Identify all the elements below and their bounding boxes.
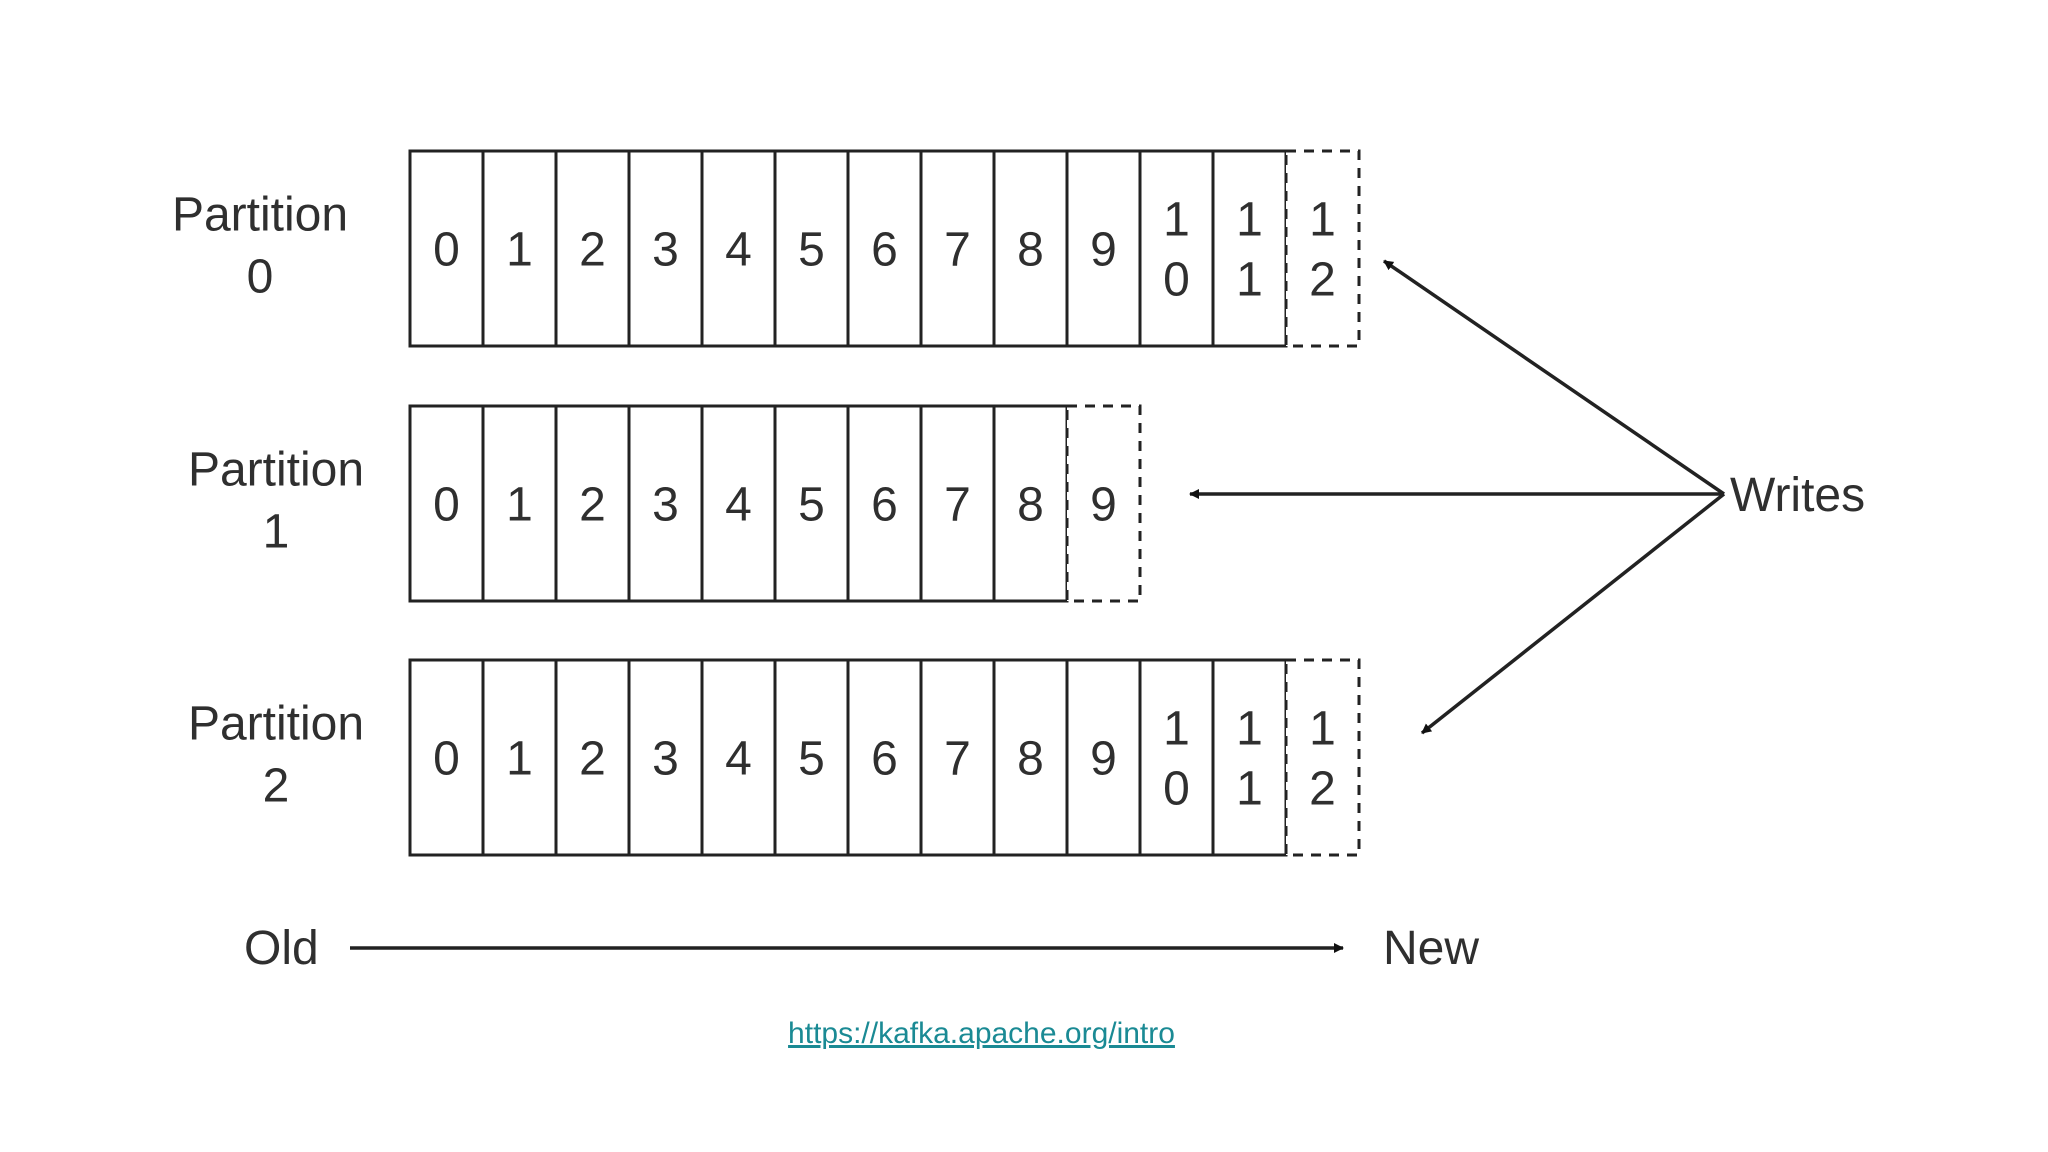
offset-label: 0	[433, 479, 460, 532]
next-offset-cell	[1284, 658, 1361, 857]
offset-cell	[846, 404, 923, 603]
offset-cell	[1211, 658, 1288, 857]
offset-label: 2	[579, 224, 606, 277]
offset-cell	[408, 658, 485, 857]
offset-cell	[408, 149, 485, 348]
offset-label: 8	[1017, 224, 1044, 277]
offset-cell	[1211, 149, 1288, 348]
offset-label: 2	[579, 733, 606, 786]
offset-label: 8	[1017, 733, 1044, 786]
offset-cell	[846, 149, 923, 348]
write-arrow-partition-2	[1420, 492, 1726, 735]
offset-label: 3	[652, 224, 679, 277]
source-link[interactable]: https://kafka.apache.org/intro	[788, 1017, 1175, 1050]
offset-label: 3	[652, 733, 679, 786]
offset-label: 7	[944, 224, 971, 277]
offset-label: 4	[725, 733, 752, 786]
offset-cell	[481, 404, 558, 603]
offset-label: 5	[798, 224, 825, 277]
write-arrow-partition-0	[1383, 259, 1725, 496]
offset-cell	[919, 404, 996, 603]
offset-cell	[554, 658, 631, 857]
next-offset-cell	[1065, 404, 1142, 603]
offset-label: 4	[725, 224, 752, 277]
offset-cell	[700, 658, 777, 857]
offset-cell	[992, 404, 1069, 603]
offset-cell	[919, 149, 996, 348]
offset-cell	[919, 658, 996, 857]
offset-cell	[481, 149, 558, 348]
offset-cell	[700, 404, 777, 603]
offset-label: 0	[433, 224, 460, 277]
next-offset-label: 9	[1090, 479, 1117, 532]
offset-label: 9	[1090, 733, 1117, 786]
offset-cell	[1138, 658, 1215, 857]
offset-label: 3	[652, 479, 679, 532]
offset-cell	[700, 149, 777, 348]
offset-label: 7	[944, 733, 971, 786]
offset-label: 4	[725, 479, 752, 532]
offset-label: 6	[871, 479, 898, 532]
offset-cell	[992, 149, 1069, 348]
offset-cell	[1065, 658, 1142, 857]
offset-cell	[554, 149, 631, 348]
offset-label: 5	[798, 733, 825, 786]
offset-cell	[1138, 149, 1215, 348]
offset-label: 5	[798, 479, 825, 532]
offset-cell	[481, 658, 558, 857]
offset-cell	[773, 149, 850, 348]
offset-label: 6	[871, 224, 898, 277]
offset-cell	[1065, 149, 1142, 348]
offset-label: 0	[433, 733, 460, 786]
offset-cell	[773, 404, 850, 603]
offset-label: 7	[944, 479, 971, 532]
offset-label: 8	[1017, 479, 1044, 532]
timeline-new-label: New	[1383, 922, 1479, 975]
timeline-old-label: Old	[244, 922, 319, 975]
writes-label: Writes	[1730, 469, 1865, 522]
offset-label: 9	[1090, 224, 1117, 277]
offset-label: 1	[506, 733, 533, 786]
offset-label: 2	[579, 479, 606, 532]
offset-label: 6	[871, 733, 898, 786]
offset-cell	[554, 404, 631, 603]
offset-label: 1	[506, 479, 533, 532]
next-offset-cell	[1284, 149, 1361, 348]
offset-label: 1	[506, 224, 533, 277]
offset-cell	[627, 658, 704, 857]
